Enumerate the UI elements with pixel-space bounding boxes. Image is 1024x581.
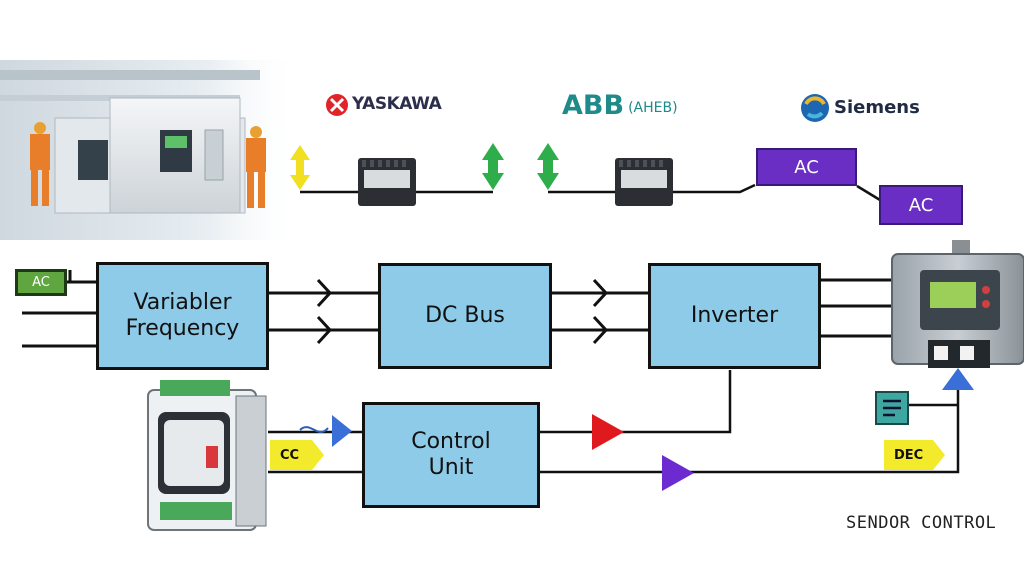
siemens-logo: Siemens xyxy=(834,97,920,118)
ac-input-label: AC xyxy=(32,275,50,290)
signal-squiggle xyxy=(299,426,329,433)
blue-arrow-icon xyxy=(332,415,352,447)
red-arrow-icon xyxy=(592,414,624,450)
motor-drive-device-image xyxy=(147,380,267,531)
dc-bus-label: DC Bus xyxy=(425,302,505,328)
yaskawa-logo: YASKAWA xyxy=(352,94,442,114)
ac-tag-purple-label: AC xyxy=(794,156,819,178)
ac-tag-purple: AC xyxy=(756,148,857,186)
abb-sublabel: (AHEB) xyxy=(628,99,678,116)
dec-tag-label: DEC xyxy=(894,447,924,463)
chevron-arrow-icon xyxy=(316,278,609,345)
worker-figure xyxy=(246,126,266,208)
control-unit-block: Control Unit xyxy=(362,402,540,508)
abb-logo: ABB (AHEB) xyxy=(562,90,678,121)
ac-input-tag: AC xyxy=(15,269,67,296)
factory-scene-image xyxy=(0,60,300,240)
abb-label: ABB xyxy=(562,90,625,121)
control-unit-label: Control Unit xyxy=(411,428,491,480)
yellow-tag-point xyxy=(312,440,324,470)
dc-bus-block: DC Bus xyxy=(378,263,552,369)
inverter-label: Inverter xyxy=(690,302,779,328)
up-down-arrow-green xyxy=(482,143,504,190)
inverter-block: Inverter xyxy=(648,263,821,369)
variable-frequency-label: Variabler Frequency xyxy=(125,289,240,341)
up-down-arrow-yellow xyxy=(290,145,310,190)
yaskawa-label: YASKAWA xyxy=(352,94,442,114)
main-bus-wiring xyxy=(22,270,892,348)
ac-tag-purple: AC xyxy=(879,185,963,225)
worker-figure xyxy=(30,122,50,206)
yaskawa-logo-mark xyxy=(326,94,348,116)
ac-tag-purple-label: AC xyxy=(908,194,934,216)
violet-arrow-icon xyxy=(662,455,694,491)
drive-module-image xyxy=(615,158,673,206)
drive-module-image xyxy=(358,158,416,206)
sensor-icon xyxy=(875,391,909,425)
siemens-logo-mark xyxy=(801,94,829,122)
siemens-label: Siemens xyxy=(834,97,920,118)
dec-tag: DEC xyxy=(884,440,933,470)
cc-tag-label: CC xyxy=(280,447,300,463)
variable-frequency-block: Variabler Frequency xyxy=(96,262,269,370)
blue-up-arrow-icon xyxy=(942,368,974,390)
sensor-control-label: SENDOR CONTROL xyxy=(846,513,997,533)
up-down-arrow-green xyxy=(537,143,559,190)
control-panel-device-image xyxy=(891,240,1024,368)
cc-tag: CC xyxy=(270,440,312,470)
yellow-tag-point xyxy=(933,440,945,470)
